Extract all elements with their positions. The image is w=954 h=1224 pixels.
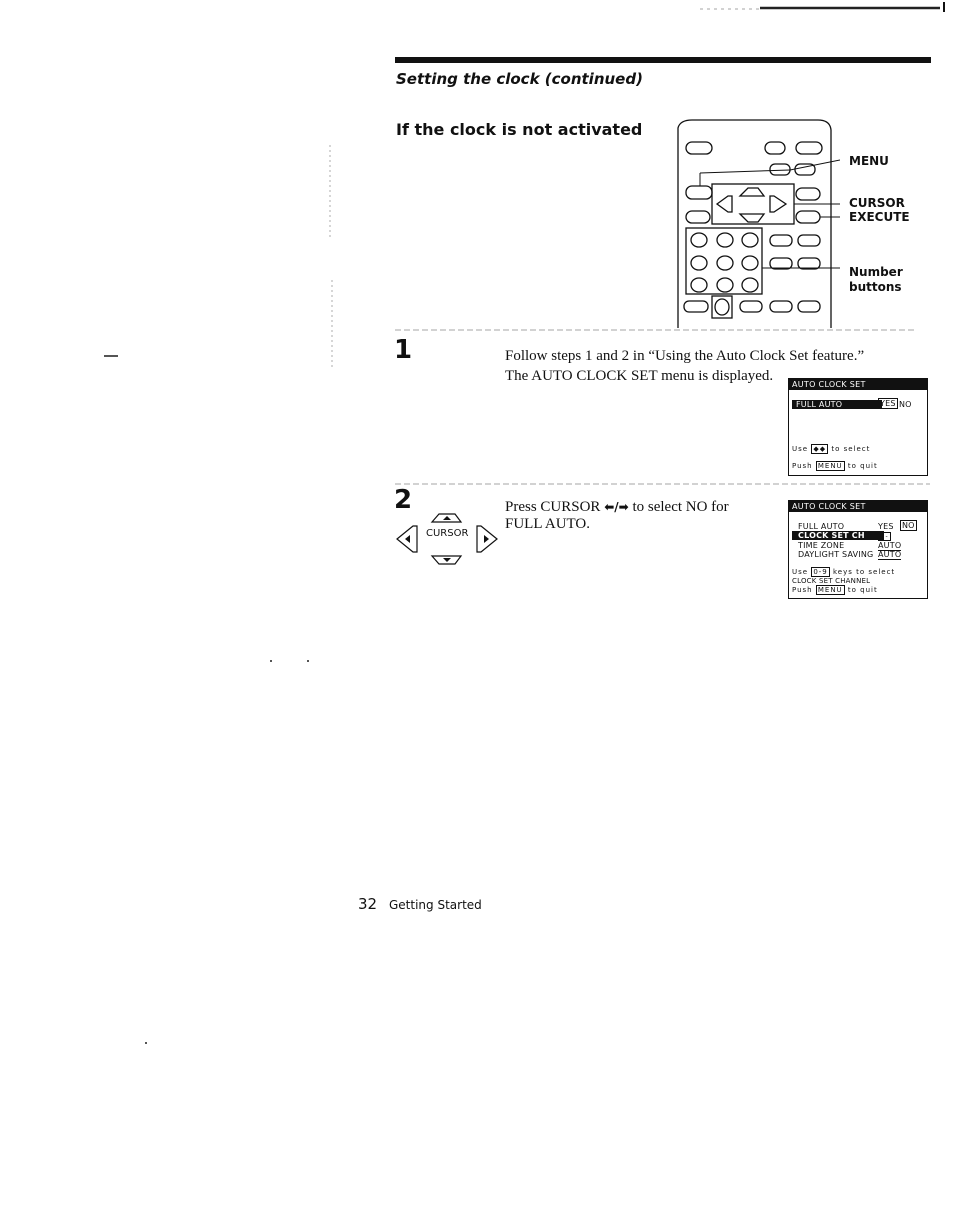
cursor-buttons-icon — [396, 513, 498, 565]
step-2-press-cursor: Press CURSOR — [505, 499, 601, 515]
osd-help-push: Push — [792, 586, 813, 594]
osd-value-no: NO — [900, 520, 917, 531]
osd-menu-key: MENU — [815, 461, 845, 471]
osd-help-use: Use — [792, 445, 809, 453]
osd-value-daylight-saving: AUTO — [878, 550, 902, 560]
scan-speck — [145, 1042, 147, 1044]
osd-value-yes: YES — [878, 522, 894, 531]
osd-value-channel: - - — [878, 532, 891, 541]
scan-speck — [307, 660, 309, 662]
osd-auto-clock-set-2: AUTO CLOCK SET FULL AUTO CLOCK SET CH TI… — [788, 500, 928, 599]
osd-row-clock-set-ch: CLOCK SET CH — [792, 531, 884, 540]
osd-help-line1: Use 0-9 keys to select — [792, 567, 896, 577]
step-2-number: 2 — [394, 485, 413, 515]
remote-control-illustration — [677, 119, 840, 328]
osd-title: AUTO CLOCK SET — [789, 501, 927, 512]
osd-option-no: NO — [899, 400, 912, 409]
osd-help-quit: to quit — [847, 462, 878, 470]
osd-option-yes-selected: YES — [878, 398, 898, 409]
step-1-result: The AUTO CLOCK SET menu is displayed. — [505, 368, 774, 384]
number-buttons-callout-line2: buttons — [849, 280, 902, 294]
step-2-select-no: to select NO for — [632, 499, 729, 515]
osd-row-daylight-saving: DAYLIGHT SAVING — [798, 550, 874, 559]
step-2-instruction-line2: FULL AUTO. — [505, 516, 591, 532]
osd-auto-clock-set-1: AUTO CLOCK SET FULL AUTO YES NO Use ◆◆ t… — [788, 378, 928, 476]
osd-help-line3: Push MENU to quit — [792, 585, 878, 595]
step-1-number: 1 — [394, 335, 413, 365]
footer-section: Getting Started — [389, 898, 482, 912]
osd-help-select: to select — [831, 445, 871, 453]
cursor-callout: CURSOR — [849, 196, 905, 210]
osd-help-line1: Use ◆◆ to select — [792, 444, 871, 454]
scan-mark — [104, 355, 118, 357]
osd-row-full-auto: FULL AUTO — [798, 522, 845, 531]
left-right-arrow-icon: ⬅/➡ — [604, 500, 629, 514]
osd-help-use: Use — [792, 568, 809, 576]
osd-value-no-selected: NO — [900, 520, 920, 531]
osd-help-quit: to quit — [847, 586, 878, 594]
execute-callout: EXECUTE — [849, 210, 910, 224]
subheading: If the clock is not activated — [396, 120, 643, 139]
scan-noise — [329, 145, 333, 370]
step-1-instruction: Follow steps 1 and 2 in “Using the Auto … — [505, 348, 865, 364]
osd-help-line2: Push MENU to quit — [792, 461, 878, 471]
osd-help-select: keys to select — [832, 568, 896, 576]
osd-help-line2: CLOCK SET CHANNEL — [792, 577, 871, 585]
menu-callout: MENU — [849, 154, 889, 168]
step-2-instruction-line1: Press CURSOR ⬅/➡ to select NO for — [505, 498, 729, 517]
osd-help-push: Push — [792, 462, 813, 470]
header-rule — [395, 57, 931, 63]
step-separator-2 — [395, 483, 930, 485]
arrow-keys-icon: ◆◆ — [811, 444, 829, 454]
scan-edge-mark — [700, 2, 945, 12]
osd-full-auto-row: FULL AUTO — [792, 400, 882, 409]
step-separator — [395, 329, 915, 331]
osd-menu-key: MENU — [815, 585, 845, 595]
osd-value-time-zone: AUTO — [878, 541, 902, 551]
osd-number-keys: 0-9 — [811, 567, 830, 577]
osd-option-yes: YES — [878, 398, 898, 409]
osd-row-time-zone: TIME ZONE — [798, 541, 845, 550]
osd-title: AUTO CLOCK SET — [789, 379, 927, 390]
page-number: 32 — [358, 895, 378, 913]
section-title: Setting the clock (continued) — [396, 70, 643, 88]
cursor-label: CURSOR — [426, 528, 469, 539]
number-buttons-callout-line1: Number — [849, 265, 903, 279]
scan-speck — [270, 660, 272, 662]
